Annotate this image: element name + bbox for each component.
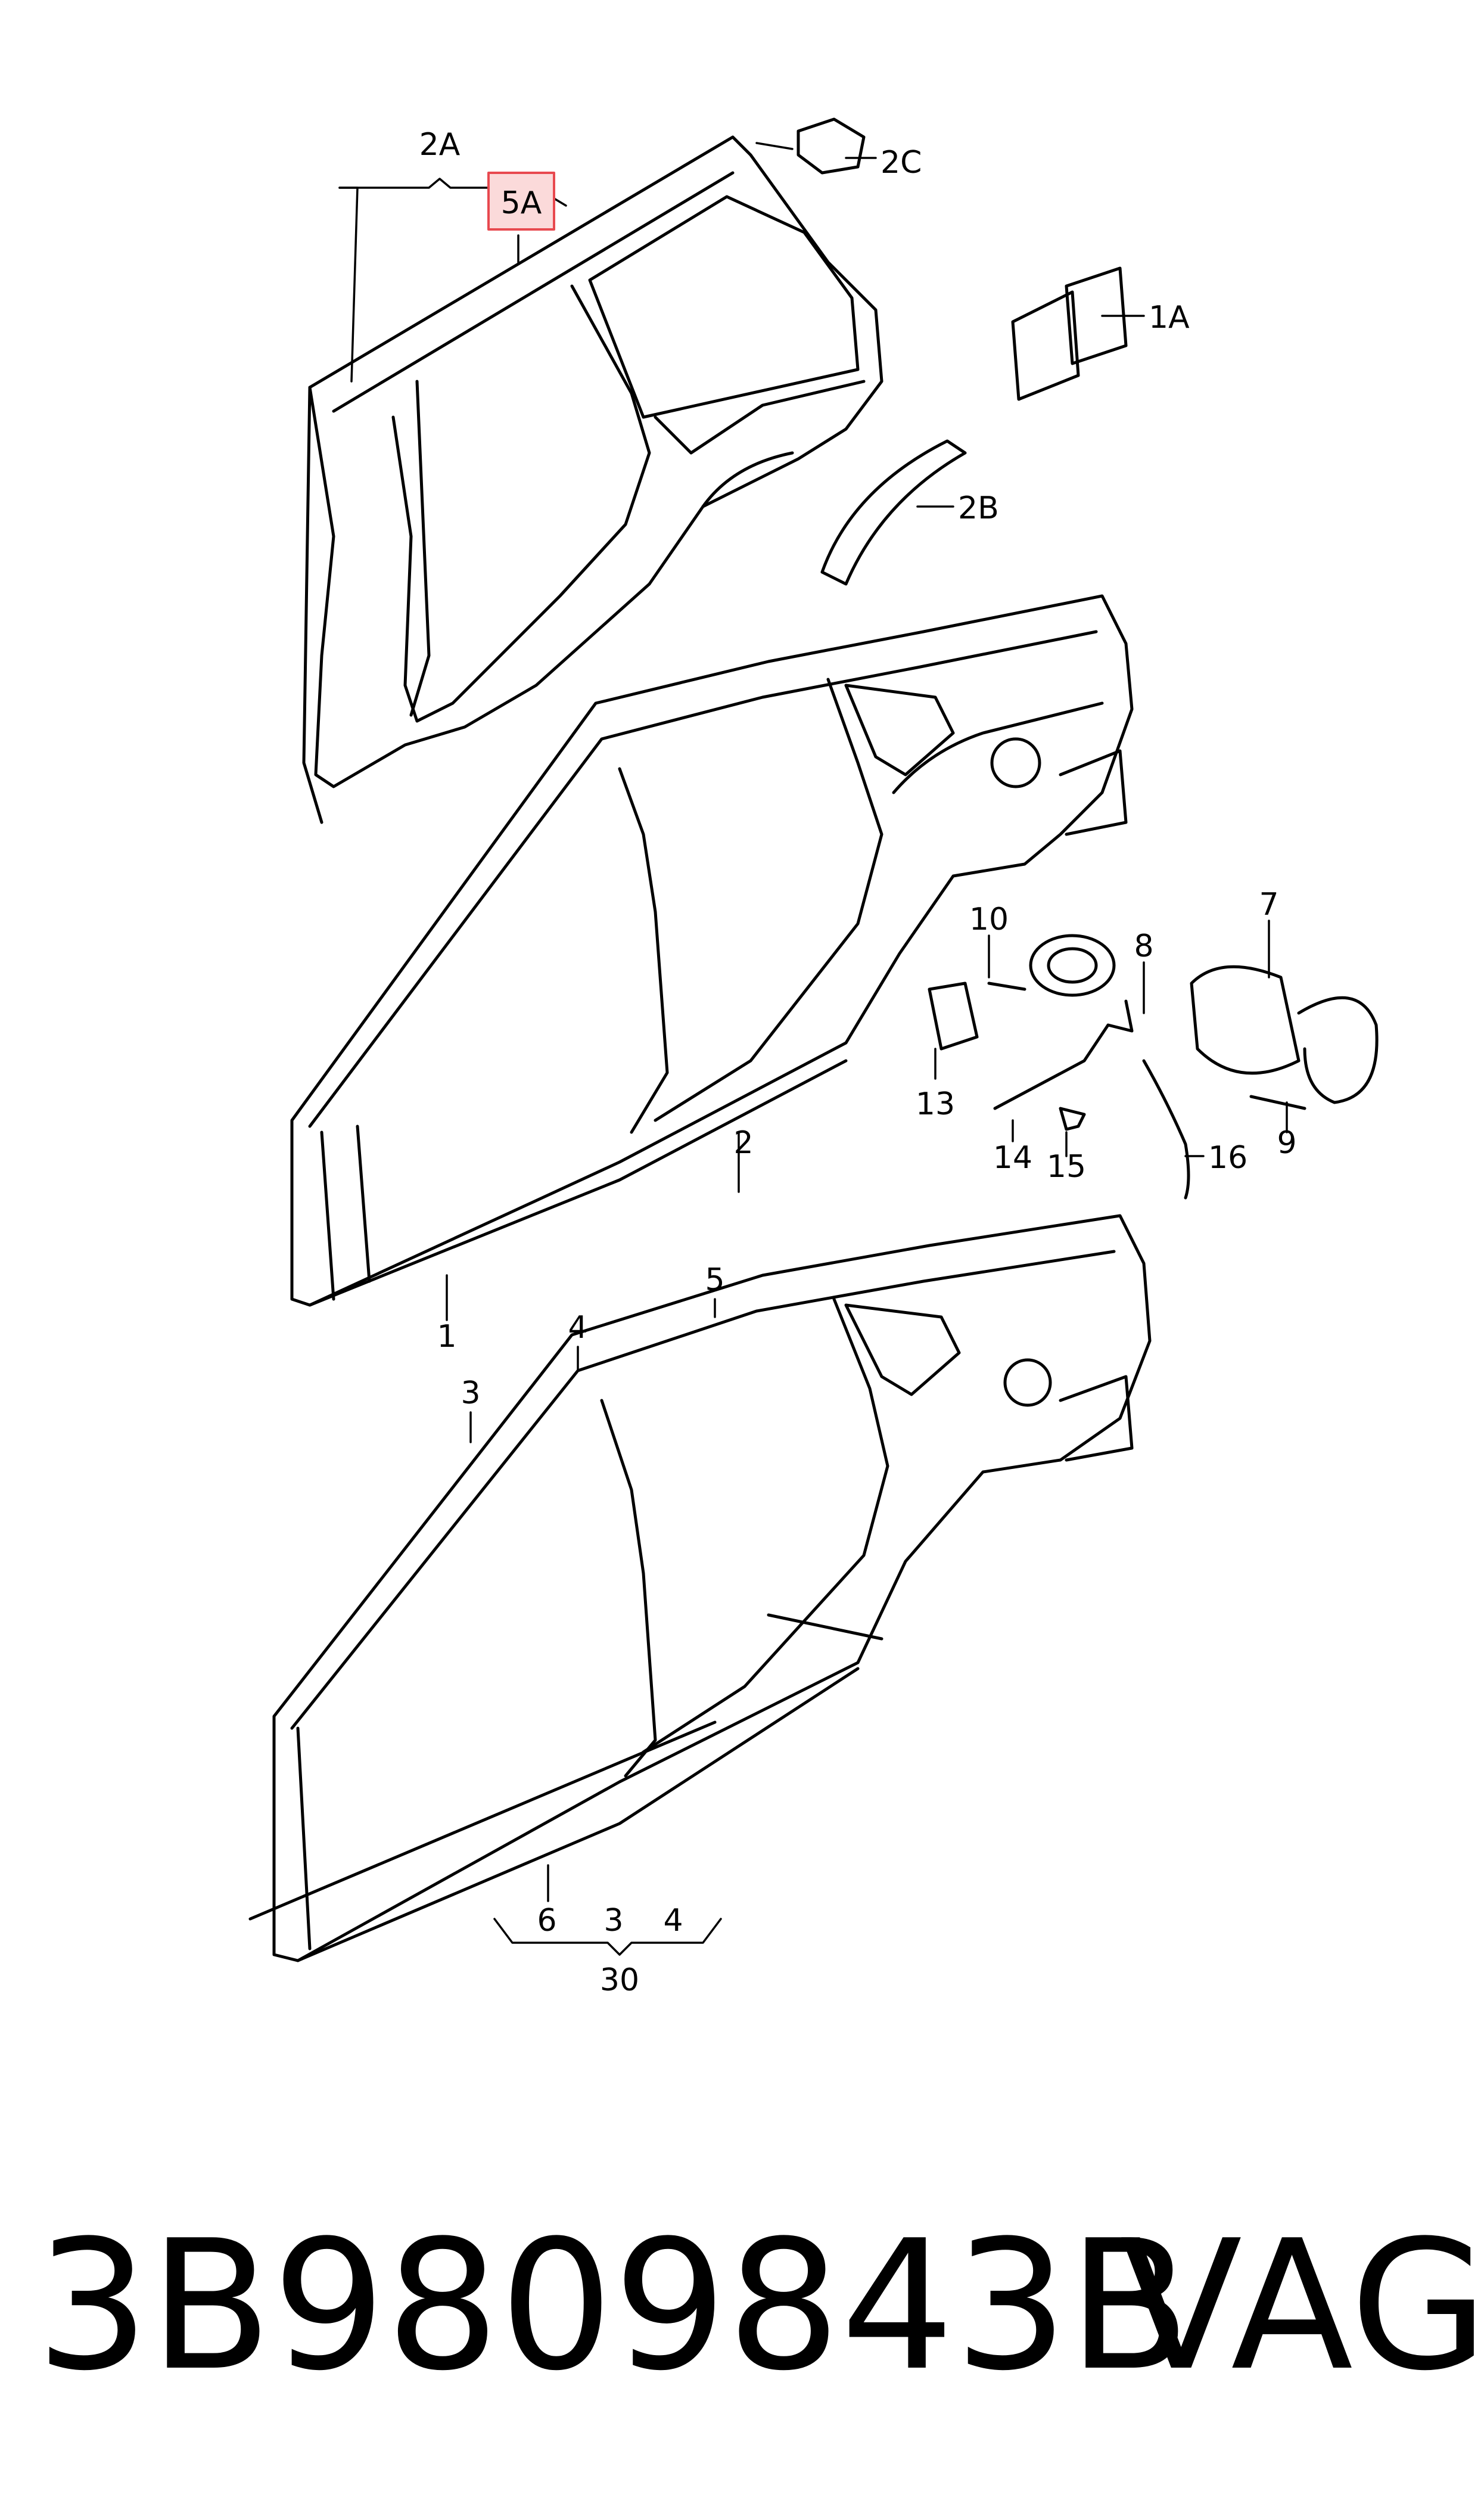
callout-2a: 2A	[419, 127, 461, 163]
callout-2b: 2B	[958, 490, 999, 526]
side-panel-2	[290, 594, 1134, 1307]
callout-7: 7	[1259, 887, 1278, 923]
callout-30: 30	[600, 1962, 639, 1998]
parts-diagram: 2A 5A 2C 1A 2B 10 8 7 13 2 9 14 15 16 1 …	[248, 117, 1379, 1998]
part-number: 3B9809843B	[36, 2202, 1191, 2410]
callout-13: 13	[916, 1086, 955, 1122]
callout-5: 5	[705, 1262, 724, 1298]
callout-1a: 1A	[1149, 300, 1190, 336]
side-panel-30	[248, 1214, 1152, 1962]
callout-9: 9	[1277, 1125, 1296, 1161]
pad-1a-shape	[1011, 266, 1128, 401]
callout-3: 3	[461, 1375, 480, 1411]
strip-2b-shape	[820, 439, 967, 586]
callout-labels: 2A 5A 2C 1A 2B 10 8 7 13 2 9 14 15 16 1 …	[419, 127, 1297, 1998]
callout-2: 2	[733, 1125, 753, 1161]
callout-15: 15	[1047, 1149, 1086, 1185]
callout-6: 6	[537, 1903, 556, 1939]
callout-1: 1	[437, 1319, 456, 1355]
footer: 3B9809843B VAG	[0, 2169, 1484, 2519]
callout-3-group: 3	[603, 1903, 623, 1939]
fuel-filler-assembly	[928, 934, 1379, 1200]
callout-16: 16	[1208, 1140, 1247, 1176]
highlight-box-5a	[487, 172, 555, 231]
callout-8: 8	[1134, 928, 1153, 964]
brand-name: VAG	[1120, 2202, 1484, 2410]
clip-2c-shape	[797, 117, 866, 175]
callout-4-group: 4	[663, 1903, 683, 1939]
callout-4: 4	[568, 1310, 587, 1346]
callout-10: 10	[969, 902, 1009, 937]
callout-14: 14	[993, 1140, 1032, 1176]
callout-5a: 5A	[501, 185, 542, 221]
rear-side-panel-section	[302, 135, 883, 824]
leader-lines	[338, 142, 1288, 1956]
callout-2c: 2C	[881, 145, 922, 181]
